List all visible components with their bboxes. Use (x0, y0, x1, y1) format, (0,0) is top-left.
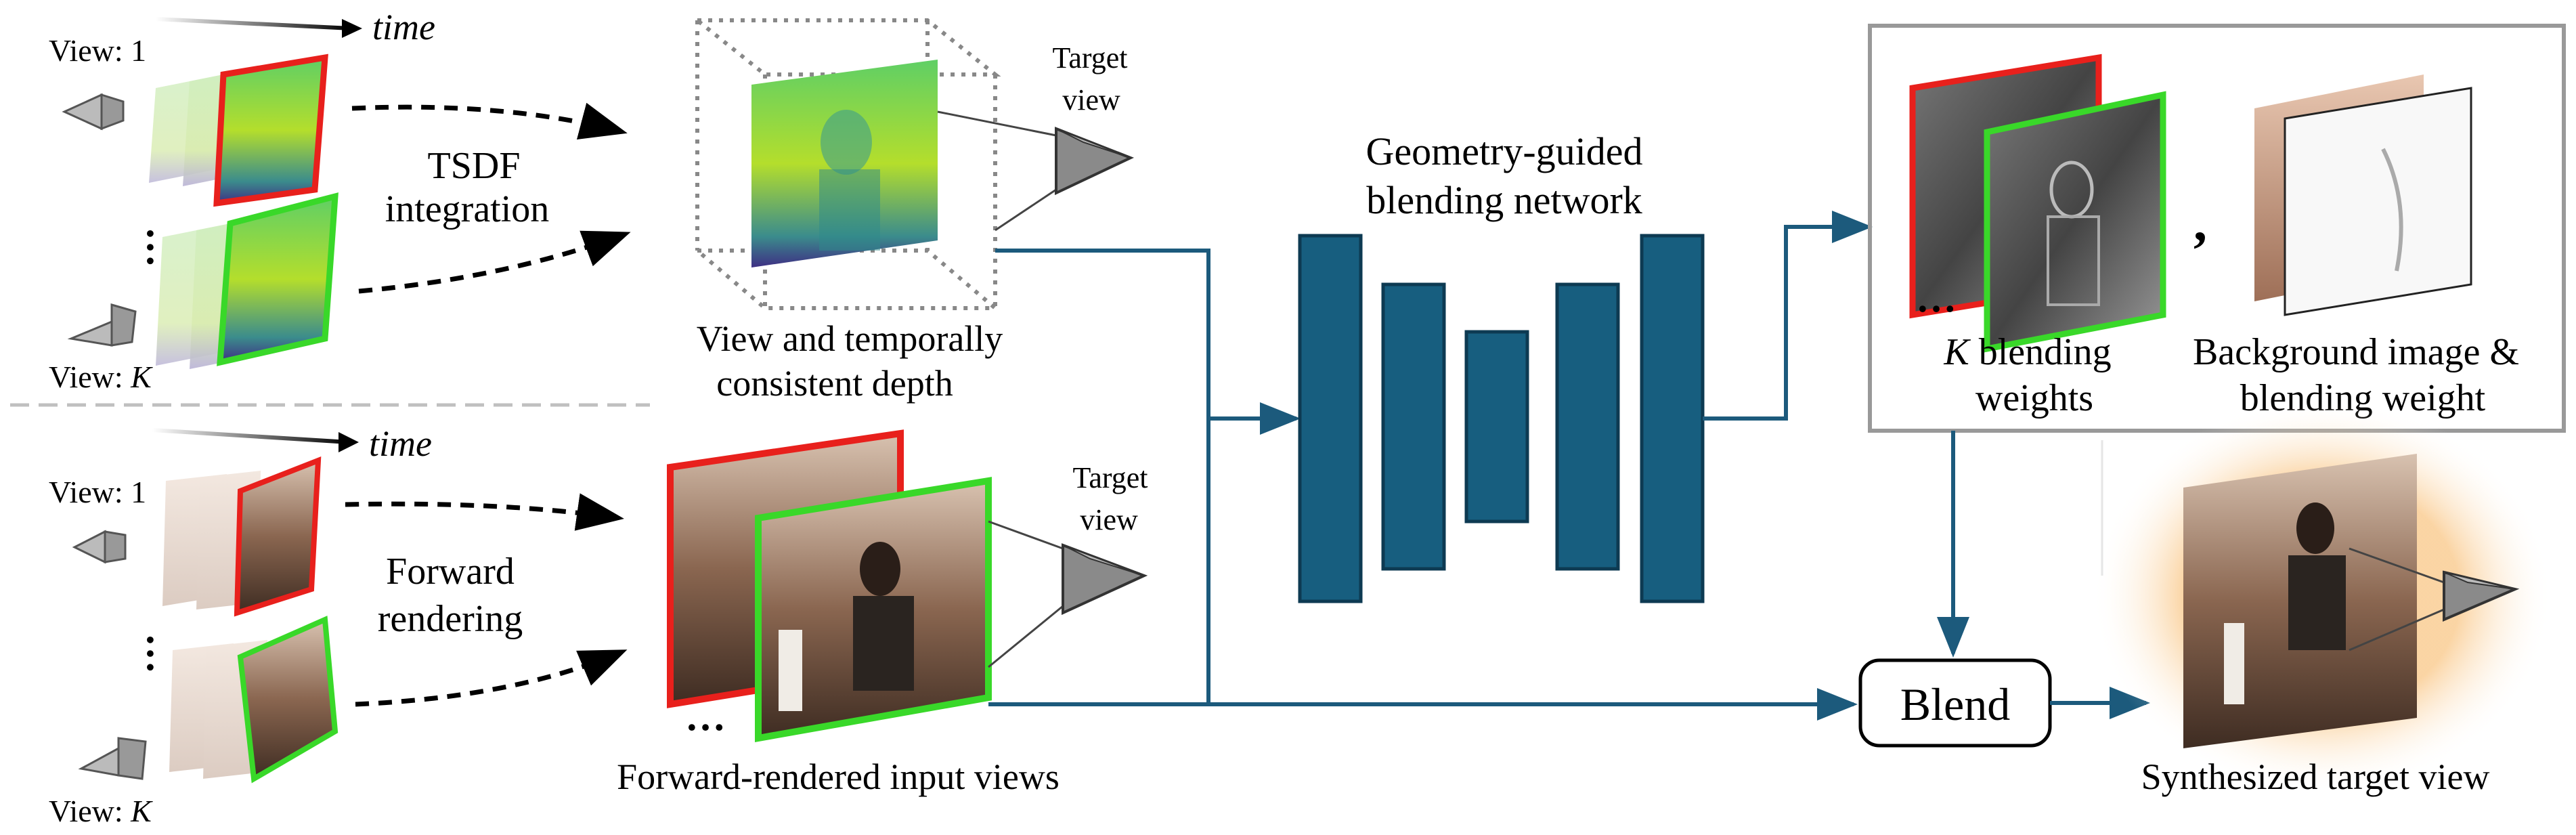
result-caption: Synthesized target view (2141, 756, 2490, 797)
forward-label-line2: rendering (378, 598, 523, 640)
top-view-1-label: View: 1 (49, 33, 146, 68)
background-outputs (2254, 74, 2472, 316)
outputs-comma: , (2193, 193, 2207, 253)
bottom-time-arrow (152, 428, 349, 444)
forward-label-line1: Forward (386, 551, 515, 593)
rendered-frame-view1 (234, 456, 322, 617)
depth-caption-line2: consistent depth (716, 363, 953, 404)
camera-icon (2349, 547, 2520, 651)
top-time-arrowhead (342, 19, 362, 38)
depth-caption-line1: View and temporally (697, 318, 1003, 359)
bottom-time-label: time (369, 423, 432, 464)
network-title-line1: Geometry-guided (1366, 129, 1642, 173)
synthesized-view (2092, 400, 2552, 792)
network-layer (1555, 282, 1620, 571)
top-view-k-label: View: K (49, 360, 153, 394)
camera-icon (78, 737, 147, 780)
network-layer (1298, 234, 1363, 603)
bottom-target-label-line2: view (1080, 503, 1138, 536)
camera-icon (988, 520, 1148, 668)
bottom-input-views: time View: 1 … View: K (49, 423, 432, 828)
tsdf-label-line2: integration (385, 188, 550, 230)
top-target-label-line2: view (1062, 83, 1120, 116)
forward-rendered-views: … (667, 429, 992, 742)
depth-frame-viewK (217, 192, 339, 366)
bottom-time-arrowhead (339, 432, 359, 452)
rendered-frame-viewK (237, 616, 339, 784)
horizontal-ellipsis: … (1916, 276, 1957, 320)
blend-weight-maps: … (1909, 53, 2166, 353)
camera-icon (67, 303, 137, 347)
camera-icon (937, 110, 1135, 232)
blend-weights-caption-line1: K blending (1943, 331, 2111, 373)
depth-frame-view1 (213, 53, 328, 207)
top-time-arrow (155, 17, 353, 30)
tsdf-volume (691, 18, 1001, 310)
bottom-arrow-1 (345, 493, 624, 531)
weight-map-image (2284, 87, 2472, 316)
camera-icon (62, 93, 125, 131)
connector-depth-to-net (995, 249, 1301, 435)
horizontal-ellipsis: … (685, 694, 726, 739)
network-layer (1381, 282, 1446, 571)
network-layer (1464, 330, 1529, 523)
top-arrow-1 (351, 102, 628, 140)
network-title-line2: blending network (1366, 178, 1642, 222)
top-arrow-2 (358, 230, 631, 294)
bottom-arrow-2 (355, 649, 628, 707)
connector-net-to-outputs (1703, 211, 1873, 421)
network-layer (1640, 234, 1705, 603)
forward-views-caption: Forward-rendered input views (617, 756, 1060, 797)
top-target-label-line1: Target (1053, 41, 1128, 74)
top-time-label: time (372, 7, 435, 47)
weight-map-image (1984, 91, 2166, 353)
blend-weights-caption-line2: weights (1975, 377, 2093, 419)
bottom-view-k-label: View: K (49, 794, 153, 828)
tsdf-label-line1: TSDF (428, 145, 521, 187)
top-input-views: View: 1 time … View: K (49, 7, 435, 394)
bottom-target-label-line1: Target (1073, 461, 1148, 494)
camera-icon (72, 530, 127, 564)
background-caption-line1: Background image & (2193, 331, 2519, 373)
bottom-view-1-label: View: 1 (49, 475, 146, 509)
blending-network (1298, 234, 1705, 603)
blend-label: Blend (1900, 679, 2010, 730)
